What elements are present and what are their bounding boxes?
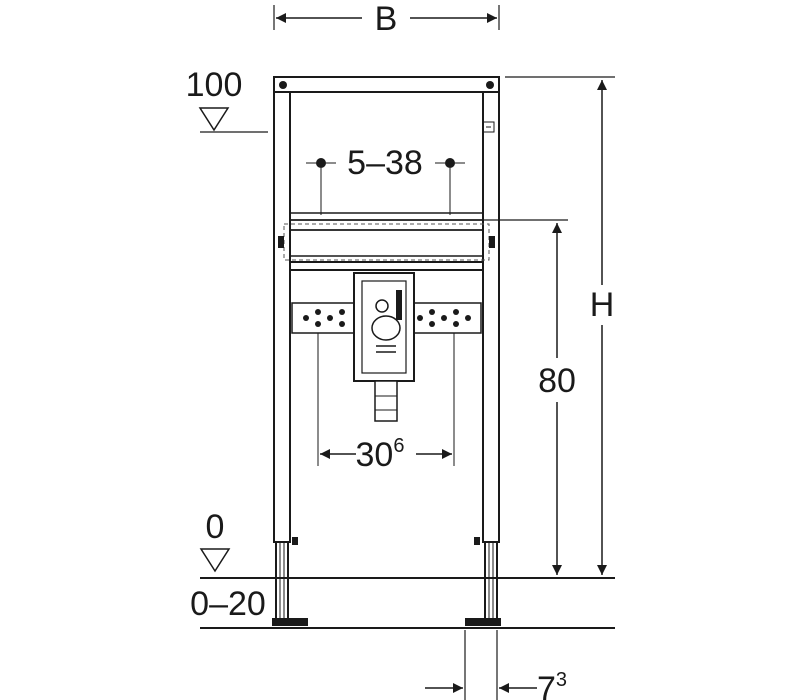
bracket-spacing-sup: 6: [393, 435, 404, 457]
foot-width-base: 7: [537, 670, 556, 700]
drain-unit: [353, 272, 415, 422]
height-label: H: [590, 286, 615, 324]
bracket-spacing-label: 306: [356, 435, 405, 474]
foot-width-sup: 3: [556, 669, 567, 691]
frame: 5–38: [272, 76, 501, 626]
bracket-holes-left: [303, 309, 345, 327]
height-dimension: H: [505, 76, 615, 575]
bracket-holes-right: [417, 309, 471, 327]
fixing-spacing-label: 5–38: [347, 144, 423, 182]
top-left-bolt: [279, 81, 287, 89]
foot-width-dimension: 73: [425, 630, 567, 700]
level-floor-label: 0: [206, 508, 225, 546]
left-foot: [272, 537, 308, 626]
foot-width-label: 73: [537, 669, 567, 700]
floor-adjust-label: 0–20: [190, 585, 266, 623]
level-top-label: 100: [186, 66, 243, 104]
right-foot: [465, 537, 501, 626]
level-100-marker: 100: [186, 66, 268, 133]
drain-height-label: 80: [538, 362, 576, 400]
bracket-spacing-base: 30: [356, 436, 394, 474]
drain-height-dimension: 80: [483, 219, 576, 575]
width-dimension: B: [273, 0, 500, 38]
top-right-bolt: [486, 81, 494, 89]
level-0-marker: 0 0–20: [190, 508, 266, 623]
width-label: B: [375, 0, 398, 38]
